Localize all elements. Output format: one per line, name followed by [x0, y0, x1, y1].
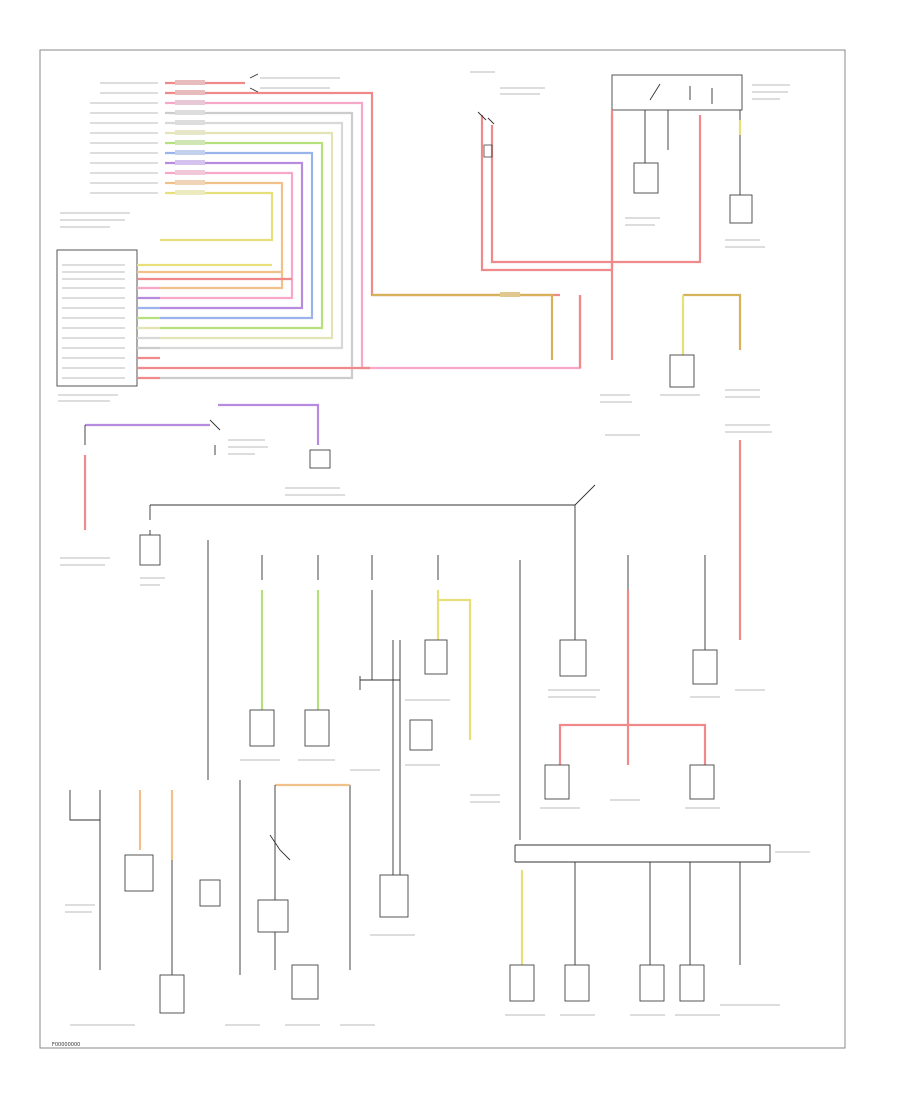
fuse-row — [139, 530, 500, 880]
mid-bus — [372, 292, 760, 403]
upper-left-switch — [60, 403, 345, 566]
relay-box — [611, 74, 743, 111]
connector-labels — [90, 82, 158, 194]
diagram-code: F00000000 — [52, 1042, 81, 1048]
left-module — [56, 249, 370, 402]
bottom-right — [505, 844, 810, 1016]
top-left-connector — [60, 73, 582, 380]
top-right-relays — [470, 71, 790, 360]
diagram-frame — [39, 49, 846, 1049]
right-fuse-row — [519, 525, 765, 840]
main-bus — [149, 484, 596, 525]
bottom-left — [65, 780, 415, 1026]
